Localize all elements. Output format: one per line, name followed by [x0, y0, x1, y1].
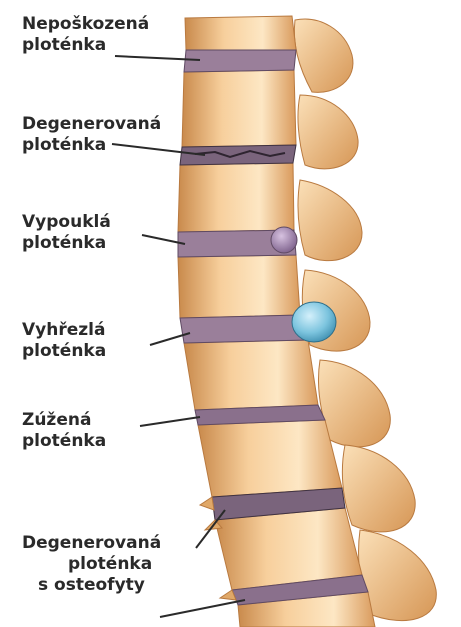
label-line: Vypouklá	[22, 212, 111, 233]
vertebra	[178, 255, 300, 318]
disc-hernia	[292, 302, 336, 342]
label-line: ploténka	[22, 233, 111, 254]
label-osteophyte-disc: Degenerovaná ploténka s osteofyty	[22, 533, 161, 596]
leader-narrowed	[140, 417, 200, 426]
osteophyte	[200, 497, 214, 510]
vertebra	[182, 70, 296, 147]
label-healthy-disc: Nepoškozená ploténka	[22, 14, 149, 56]
process	[298, 180, 362, 261]
label-narrowed-disc: Zúžená ploténka	[22, 410, 106, 452]
label-herniated-disc: Vyhřezlá ploténka	[22, 320, 106, 362]
label-line: Vyhřezlá	[22, 320, 106, 341]
label-line: Nepoškozená	[22, 14, 149, 35]
disc-bulge	[271, 227, 297, 253]
process	[294, 19, 353, 92]
process	[342, 445, 415, 532]
process	[298, 95, 358, 169]
label-degenerated-disc: Degenerovaná ploténka	[22, 114, 161, 156]
vertebra	[198, 420, 342, 497]
vertebra	[185, 16, 296, 50]
process	[318, 360, 390, 447]
label-line: ploténka	[22, 35, 149, 56]
disc-herniated	[180, 315, 308, 343]
label-line: Degenerovaná	[22, 114, 161, 135]
label-line: s osteofyty	[22, 575, 161, 596]
label-line: ploténka	[22, 431, 106, 452]
vertebra	[184, 340, 318, 410]
leader-osteophytes-lower	[160, 600, 245, 617]
label-line: Degenerovaná	[22, 533, 161, 554]
disc-healthy	[184, 50, 296, 72]
label-line: ploténka	[22, 554, 161, 575]
label-bulging-disc: Vypouklá ploténka	[22, 212, 111, 254]
label-line: Zúžená	[22, 410, 106, 431]
label-line: ploténka	[22, 341, 106, 362]
label-line: ploténka	[22, 135, 161, 156]
vertebra	[178, 163, 294, 232]
